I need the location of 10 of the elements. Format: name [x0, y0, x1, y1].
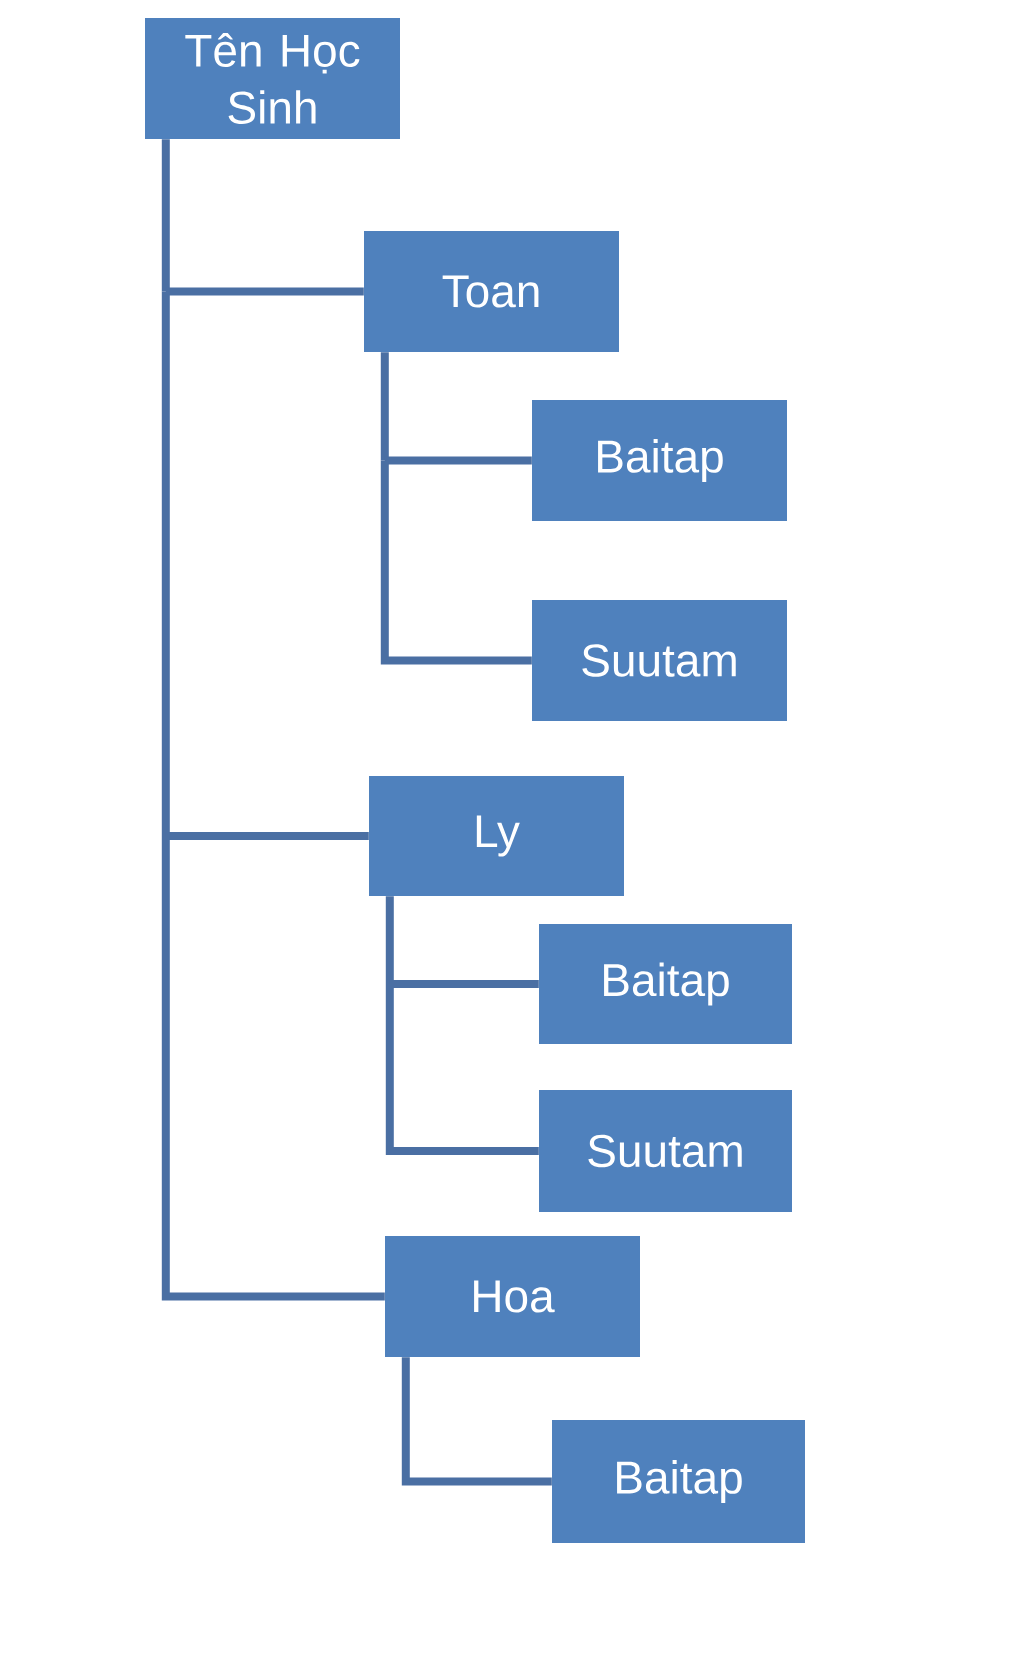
tree-node-box: Ly [369, 776, 624, 896]
tree-node-box: Baitap [552, 1420, 805, 1543]
tree-node-box: Toan [364, 231, 619, 352]
tree-node-box: Baitap [539, 924, 792, 1044]
connector-line [161, 291, 170, 836]
tree-node-box: Suutam [539, 1090, 792, 1212]
tree-node-box: Baitap [532, 400, 787, 521]
tree-node-box: Hoa [385, 1236, 640, 1357]
tree-node-box: Suutam [532, 600, 787, 721]
tree-node-box: Tên Học Sinh [145, 18, 400, 139]
